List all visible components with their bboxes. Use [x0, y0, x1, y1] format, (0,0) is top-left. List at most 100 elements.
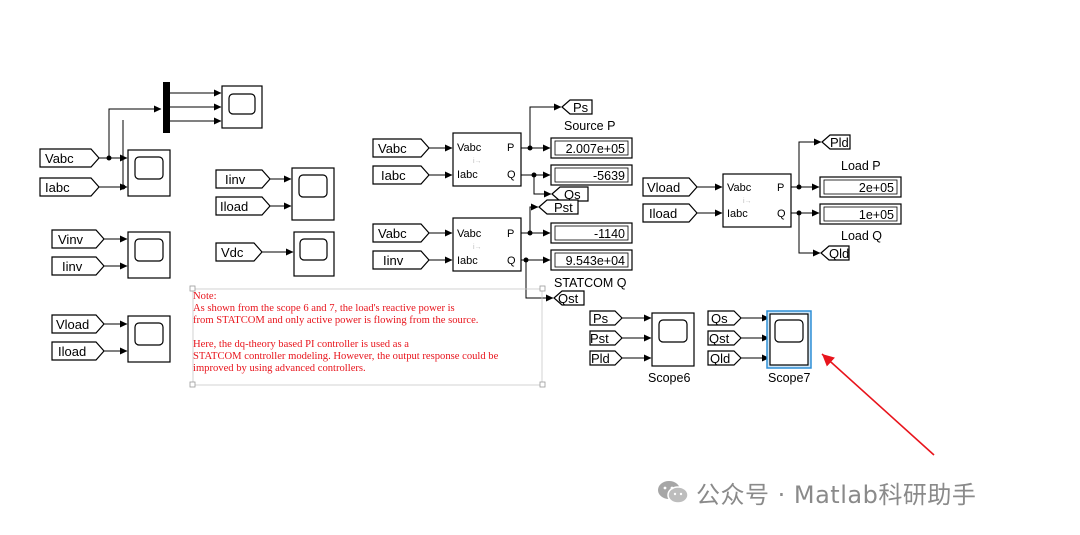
scope-block[interactable]: [127, 315, 171, 363]
from-tag-pld-scope6[interactable]: Pld: [589, 350, 623, 366]
note-annotation[interactable]: Note: As shown from the scope 6 and 7, t…: [193, 291, 499, 374]
scope-screen-icon: [774, 319, 804, 343]
wire-to-mux-top: [108, 105, 162, 158]
scope6-block[interactable]: [651, 312, 695, 367]
label-load-q: Load Q: [841, 229, 882, 243]
from-tag-ps-scope6[interactable]: Ps: [589, 310, 623, 326]
wire-to-pld: [798, 138, 822, 187]
svg-text:i→: i→: [473, 244, 482, 251]
from-tag-iabc[interactable]: Iabc: [39, 177, 100, 197]
from-tag-iabc-source[interactable]: Iabc: [372, 165, 430, 185]
from-tag-vdc[interactable]: Vdc: [215, 242, 263, 262]
svg-text:i→: i→: [473, 158, 482, 165]
svg-text:-5639: -5639: [593, 169, 625, 183]
scope-block[interactable]: [127, 231, 171, 279]
goto-tag-qst[interactable]: Qst: [553, 290, 585, 306]
from-tag-pst-scope6[interactable]: Pst: [589, 330, 623, 346]
from-tag-vload-load[interactable]: Vload: [642, 177, 698, 197]
svg-text:Iload: Iload: [220, 199, 248, 214]
from-tag-iload-load[interactable]: Iload: [642, 203, 698, 223]
scope-screen-icon: [658, 319, 688, 343]
resize-handle[interactable]: [189, 381, 196, 388]
svg-text:Vinv: Vinv: [58, 232, 84, 247]
wire-to-qld: [798, 213, 821, 257]
svg-text:Vabc: Vabc: [457, 228, 482, 240]
scope-screen-icon: [134, 322, 164, 346]
svg-text:1e+05: 1e+05: [859, 208, 894, 222]
branch-point: [106, 155, 112, 161]
svg-text:Pst: Pst: [590, 331, 609, 346]
power-measurement-statcom[interactable]: Vabc Iabc P Q i→: [452, 217, 522, 272]
from-tag-iinv[interactable]: Iinv: [51, 256, 105, 276]
svg-text:Vabc: Vabc: [727, 182, 752, 194]
svg-text:Q: Q: [777, 208, 786, 220]
svg-text:P: P: [507, 142, 514, 154]
scope-block[interactable]: [293, 231, 335, 277]
display-source-q[interactable]: -5639: [550, 164, 633, 186]
svg-text:Iload: Iload: [58, 344, 86, 359]
from-tag-iload[interactable]: Iload: [51, 341, 105, 361]
svg-text:Ps: Ps: [593, 311, 609, 326]
svg-text:Q: Q: [507, 169, 516, 181]
power-measurement-load[interactable]: Vabc Iabc P Q i→: [722, 173, 792, 228]
display-statcom-p[interactable]: -1140: [550, 222, 633, 244]
svg-text:Iinv: Iinv: [383, 253, 404, 268]
label-source-p: Source P: [564, 119, 615, 133]
svg-text:Iabc: Iabc: [727, 208, 748, 220]
goto-tag-pld[interactable]: Pld: [821, 134, 851, 150]
from-tag-iinv-statcom[interactable]: Iinv: [372, 250, 430, 270]
from-tag-vabc[interactable]: Vabc: [39, 148, 100, 168]
svg-text:Ps: Ps: [573, 100, 589, 115]
watermark: 公众号 · Matlab科研助手: [656, 476, 977, 509]
svg-text:Iinv: Iinv: [225, 172, 246, 187]
svg-text:Vabc: Vabc: [378, 226, 407, 241]
svg-text:Iinv: Iinv: [62, 259, 83, 274]
svg-text:Qst: Qst: [709, 331, 730, 346]
svg-text:Iabc: Iabc: [381, 168, 406, 183]
svg-text:Vabc: Vabc: [378, 141, 407, 156]
resize-handle[interactable]: [539, 285, 546, 292]
from-tag-vinv[interactable]: Vinv: [51, 229, 105, 249]
svg-text:Iabc: Iabc: [457, 255, 478, 267]
scope-block[interactable]: [221, 85, 263, 129]
from-tag-vabc-statcom[interactable]: Vabc: [372, 223, 430, 243]
svg-text:Vdc: Vdc: [221, 245, 244, 260]
display-load-p[interactable]: 2e+05: [819, 176, 902, 198]
note-frame: [192, 288, 543, 386]
svg-text:Vabc: Vabc: [45, 151, 74, 166]
display-source-p[interactable]: 2.007e+05: [550, 137, 633, 159]
svg-text:Pld: Pld: [591, 351, 610, 366]
from-tag-iload-2[interactable]: Iload: [215, 196, 271, 216]
from-tag-iinv-2[interactable]: Iinv: [215, 169, 271, 189]
watermark-text: 公众号 · Matlab科研助手: [696, 480, 977, 509]
from-tag-vabc-source[interactable]: Vabc: [372, 138, 430, 158]
svg-text:Iabc: Iabc: [457, 169, 478, 181]
goto-tag-ps[interactable]: Ps: [561, 99, 593, 115]
power-measurement-source[interactable]: Vabc Iabc P Q i→: [452, 132, 522, 187]
svg-text:9.543e+04: 9.543e+04: [566, 254, 625, 268]
from-tag-qs-scope7[interactable]: Qs: [707, 310, 742, 326]
mux-block[interactable]: [163, 82, 170, 133]
scope-screen-icon: [298, 174, 328, 198]
display-load-q[interactable]: 1e+05: [819, 203, 902, 225]
goto-tag-qld[interactable]: Qld: [820, 245, 850, 261]
label-scope7: Scope7: [768, 371, 810, 385]
scope-block[interactable]: [127, 149, 171, 197]
scope7-block[interactable]: [766, 310, 812, 369]
svg-text:Iload: Iload: [649, 206, 677, 221]
scope-block[interactable]: [291, 167, 335, 221]
svg-text:Iabc: Iabc: [45, 180, 70, 195]
goto-tag-pst[interactable]: Pst: [538, 199, 579, 215]
from-tag-qst-scope7[interactable]: Qst: [707, 330, 742, 346]
svg-text:P: P: [507, 228, 514, 240]
branch-point: [120, 184, 126, 190]
svg-text:Vload: Vload: [647, 180, 680, 195]
svg-text:Q: Q: [507, 255, 516, 267]
from-tag-qld-scope7[interactable]: Qld: [707, 350, 742, 366]
display-statcom-q[interactable]: 9.543e+04: [550, 249, 633, 271]
svg-text:-1140: -1140: [594, 227, 625, 241]
from-tag-vload[interactable]: Vload: [51, 314, 105, 334]
wire-to-qs: [533, 175, 552, 198]
resize-handle[interactable]: [539, 381, 546, 388]
resize-handle[interactable]: [189, 285, 196, 292]
